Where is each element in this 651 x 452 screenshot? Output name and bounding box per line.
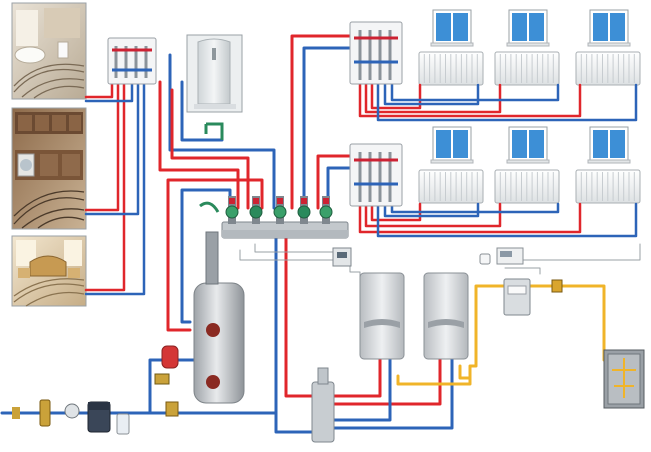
main-red-down xyxy=(284,236,314,398)
boiler-2 xyxy=(423,272,469,360)
gas-valve xyxy=(551,279,563,293)
window xyxy=(587,126,631,164)
water-softener-filter xyxy=(87,401,130,435)
hydraulic-separator xyxy=(311,367,335,443)
radiator xyxy=(494,51,560,86)
floor-heating-manifold xyxy=(107,37,157,85)
windows-group xyxy=(430,9,631,164)
indirect-water-heater xyxy=(193,201,245,404)
window xyxy=(430,9,474,47)
lower-radiator-blue-pipes xyxy=(376,198,638,238)
boiler2-blue-return xyxy=(332,356,454,430)
gas-regulator-cabinet xyxy=(603,349,645,409)
water-inlet-valves xyxy=(12,399,80,427)
floor-heating-blue-pipes xyxy=(84,80,146,296)
tank-red-loop xyxy=(166,178,264,332)
boiler2-red-feed xyxy=(332,356,442,406)
upper-radiator-manifold xyxy=(349,21,403,85)
riser-blue-to-lower-manifold xyxy=(326,166,354,210)
window xyxy=(587,9,631,47)
radiator xyxy=(418,169,484,204)
boiler-room-manifold xyxy=(221,196,349,239)
circulation-pump xyxy=(249,196,263,224)
radiator xyxy=(575,51,641,86)
radiator xyxy=(575,169,641,204)
shower-mixer xyxy=(204,122,224,140)
shower-red-pipe xyxy=(170,88,250,210)
circulation-pump xyxy=(225,196,239,224)
riser-red-to-upper-manifold xyxy=(290,34,354,210)
upper-radiator-red-pipes xyxy=(358,80,582,118)
circulation-pump xyxy=(319,196,333,224)
kitchen-floor-heating-photo xyxy=(11,107,87,230)
riser-red-to-lower-manifold xyxy=(316,154,354,210)
lower-radiator-manifold xyxy=(349,143,403,207)
shower-cabin-photo xyxy=(186,34,243,113)
boiler1-red-feed xyxy=(332,356,382,398)
gas-meter xyxy=(503,278,531,316)
boiler1-blue-return xyxy=(332,356,392,422)
circulation-pump xyxy=(297,196,311,224)
circulation-pump xyxy=(273,196,287,224)
room-thermostat xyxy=(332,247,352,267)
radiator xyxy=(494,169,560,204)
shower-blue-pipe xyxy=(180,80,224,142)
window xyxy=(430,126,474,164)
radiator xyxy=(418,51,484,86)
main-blue-down xyxy=(274,236,314,434)
bathroom-floor-heating-photo xyxy=(11,2,87,100)
floor-heating-red-pipes xyxy=(84,80,126,292)
living-room-floor-heating-photo xyxy=(11,235,87,307)
circulation-pumps xyxy=(225,196,333,224)
floor-manifold-red-supply xyxy=(158,80,240,210)
gas-pipe-boiler2 xyxy=(458,364,472,380)
upper-radiator-blue-pipes xyxy=(376,80,638,122)
window xyxy=(506,9,550,47)
safety-valve xyxy=(154,373,170,385)
controller-unit xyxy=(479,247,524,265)
boiler-1 xyxy=(359,272,405,360)
radiators-group xyxy=(418,51,641,204)
riser-blue-to-upper-manifold xyxy=(302,46,354,210)
tank-inlet-valve xyxy=(165,401,179,417)
window xyxy=(506,126,550,164)
floor-manifold-blue-return xyxy=(168,53,276,210)
expansion-tank xyxy=(161,345,179,369)
